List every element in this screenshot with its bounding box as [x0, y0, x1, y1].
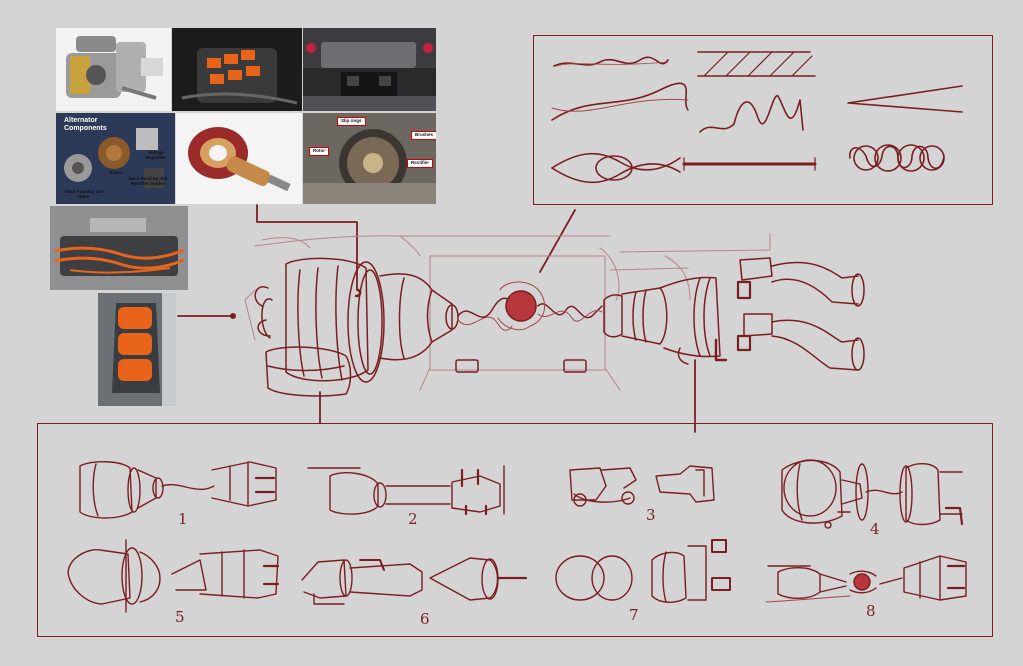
orange-packs-illustration	[112, 293, 176, 406]
alternator-label-stator: Stator	[109, 170, 123, 175]
thumbnail-number-1: 1	[178, 510, 188, 528]
thumbnail-number-8: 8	[866, 602, 876, 620]
alternator-label-back-housing: Back housing and Rectifier Diodes	[128, 176, 168, 186]
alternator-label-voltage-regulator: Voltage Regulator	[145, 150, 167, 160]
ref-photo-trunk	[303, 28, 436, 111]
main-assembly-sketch	[244, 233, 865, 397]
callout-rotor: Rotor	[309, 147, 329, 156]
thumbnail-number-6: 6	[420, 610, 430, 628]
ref-photo-drivetrain	[50, 206, 188, 290]
rotor-illustration	[303, 129, 436, 204]
thumbnail-1-sketch	[79, 461, 277, 519]
line-study-panel	[533, 35, 993, 205]
ref-photo-orange-packs	[98, 293, 176, 406]
ref-photo-starter-motor	[56, 28, 171, 111]
callout-slip-rings: Slip rings	[337, 117, 366, 126]
thumbnail-6-sketch	[301, 557, 528, 605]
drivetrain-illustration	[54, 218, 185, 276]
ref-photo-orange-engine	[172, 28, 302, 111]
callout-brushes: Brushes	[411, 131, 436, 140]
thumbnail-sketches	[67, 459, 967, 613]
ref-photo-rotor-callouts: Slip rings Rotor Brushes Rectifier	[303, 113, 436, 204]
alternator-illustration	[64, 128, 164, 188]
thumbnail-7-sketch	[555, 539, 731, 603]
ref-photo-alternator-components: Alternator Components Voltage Regulator …	[56, 113, 175, 204]
orange-engine-illustration	[181, 48, 298, 105]
thumbnail-2-sketch	[307, 465, 505, 516]
thumbnail-panel	[37, 423, 993, 637]
connector-lines	[177, 204, 696, 433]
thumbnail-number-3: 3	[646, 506, 656, 524]
thumbnail-5-sketch	[67, 539, 280, 613]
thumbnail-8-sketch	[765, 555, 967, 603]
thumbnail-number-4: 4	[870, 520, 880, 538]
thumbnail-3-sketch	[569, 465, 715, 507]
thumbnail-number-7: 7	[629, 606, 639, 624]
thumbnail-4-sketch	[781, 459, 964, 529]
thumbnail-number-5: 5	[175, 608, 185, 626]
alternator-label-shaft-housing: Shaft housing and Rotor	[64, 189, 104, 199]
line-studies	[551, 51, 963, 184]
starter-motor-illustration	[66, 36, 163, 100]
alternator-title: Alternator	[64, 117, 98, 124]
thumbnail-number-2: 2	[408, 510, 418, 528]
trunk-illustration	[303, 28, 436, 111]
stator-rotor-illustration	[188, 127, 291, 192]
alternator-subtitle: Components	[64, 125, 107, 132]
callout-rectifier: Rectifier	[407, 159, 434, 168]
ref-photo-stator-rotor	[176, 113, 302, 204]
